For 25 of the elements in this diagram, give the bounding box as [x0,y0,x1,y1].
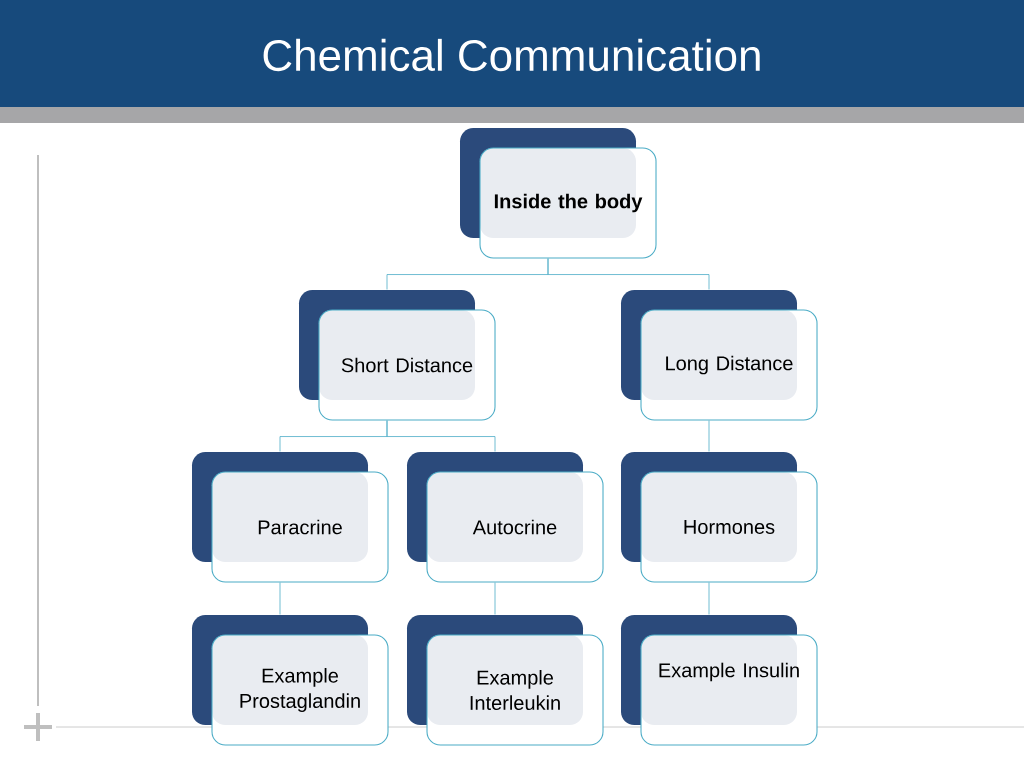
connector-line [494,582,496,615]
node-label: Hormones [684,520,775,534]
node-box [192,452,389,583]
node-box [621,615,818,746]
diagram-title: Chemical Communication [263,38,760,72]
node-box [621,290,818,421]
node-box [407,615,604,746]
connector-line [386,420,496,452]
node-label: Inside the body [494,193,643,213]
node-label: Long Distance [666,355,793,375]
node-box [460,128,657,259]
node-label: Short Distance [341,357,473,373]
connector-line [279,582,281,615]
node-label: Example Prostaglandin [240,668,360,712]
node-label: Example Insulin [659,662,799,682]
node-label: Paracrine [258,519,342,535]
node-label: Example Interleukin [470,670,560,711]
connector-line [708,420,710,452]
node-box [621,452,818,583]
connector-line [547,258,710,290]
node-box [299,290,496,421]
connector-line [708,582,710,615]
node-box [192,615,389,746]
node-label: Autocrine [472,519,557,535]
node-box [407,452,604,583]
